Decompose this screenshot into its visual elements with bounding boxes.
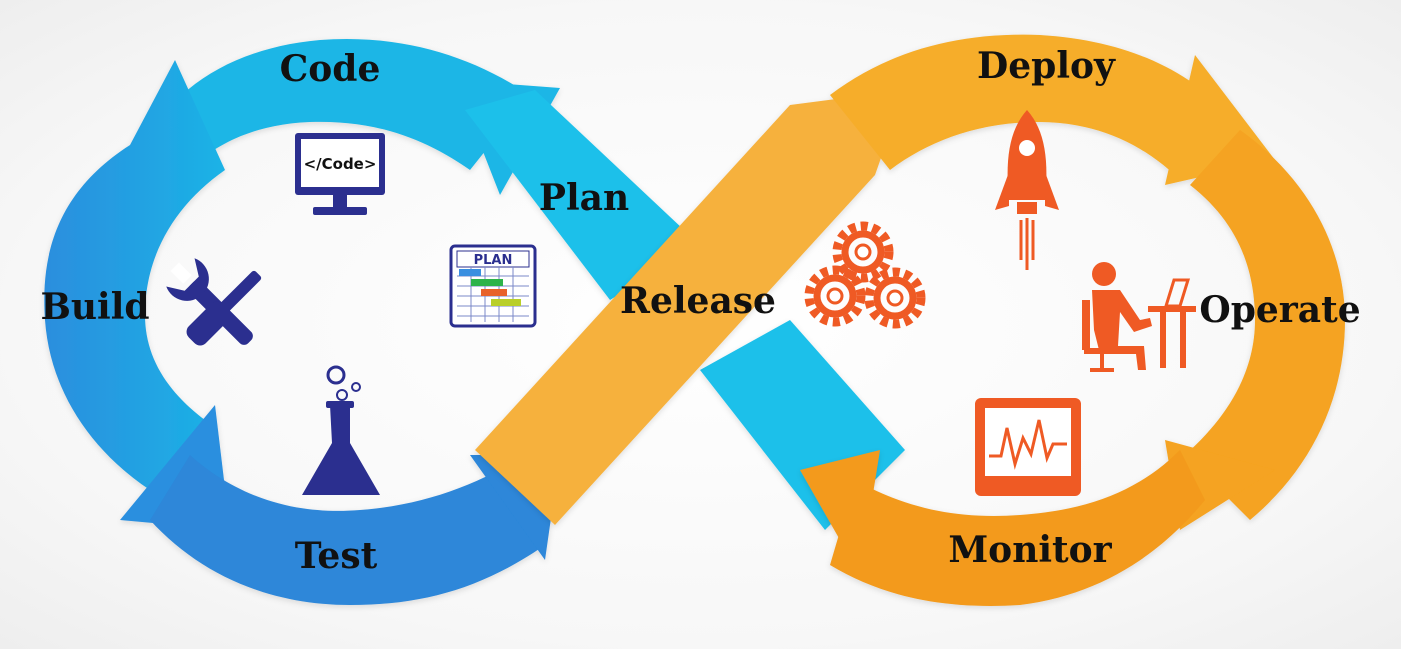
stage-label-operate: Operate: [1199, 289, 1360, 331]
rocket-icon: [995, 110, 1059, 270]
flask-icon: [302, 365, 380, 495]
monitor-arrow: [830, 450, 1205, 606]
stage-label-deploy: Deploy: [977, 45, 1116, 87]
code-screen-text: </Code>: [304, 155, 377, 173]
stage-label-plan: Plan: [539, 177, 629, 219]
build-arrow: [44, 60, 226, 490]
code-arrow: [140, 38, 530, 171]
person-at-desk-icon: [1082, 262, 1196, 372]
operate-arrow: [1185, 130, 1345, 520]
monitor-arrowhead: [800, 450, 880, 575]
plan-arrow: [465, 90, 700, 300]
heartbeat-monitor-icon: [975, 398, 1081, 496]
gears-icon: [804, 221, 926, 329]
plan-board-text: PLAN: [474, 253, 513, 268]
stage-label-code: Code: [280, 48, 381, 90]
stage-label-release: Release: [620, 280, 776, 322]
gantt-plan-icon: PLAN: [449, 244, 537, 328]
deploy-arrow: [830, 34, 1225, 180]
stage-label-build: Build: [40, 286, 149, 328]
dev-loop: [44, 38, 905, 605]
wrench-screwdriver-icon: [166, 258, 262, 346]
monitor-code-icon: </Code>: [295, 133, 385, 215]
test-arrow: [150, 445, 545, 605]
stage-label-test: Test: [295, 535, 378, 577]
stage-label-monitor: Monitor: [948, 529, 1112, 571]
release-arrow: [475, 90, 905, 525]
ops-loop: [475, 34, 1345, 606]
